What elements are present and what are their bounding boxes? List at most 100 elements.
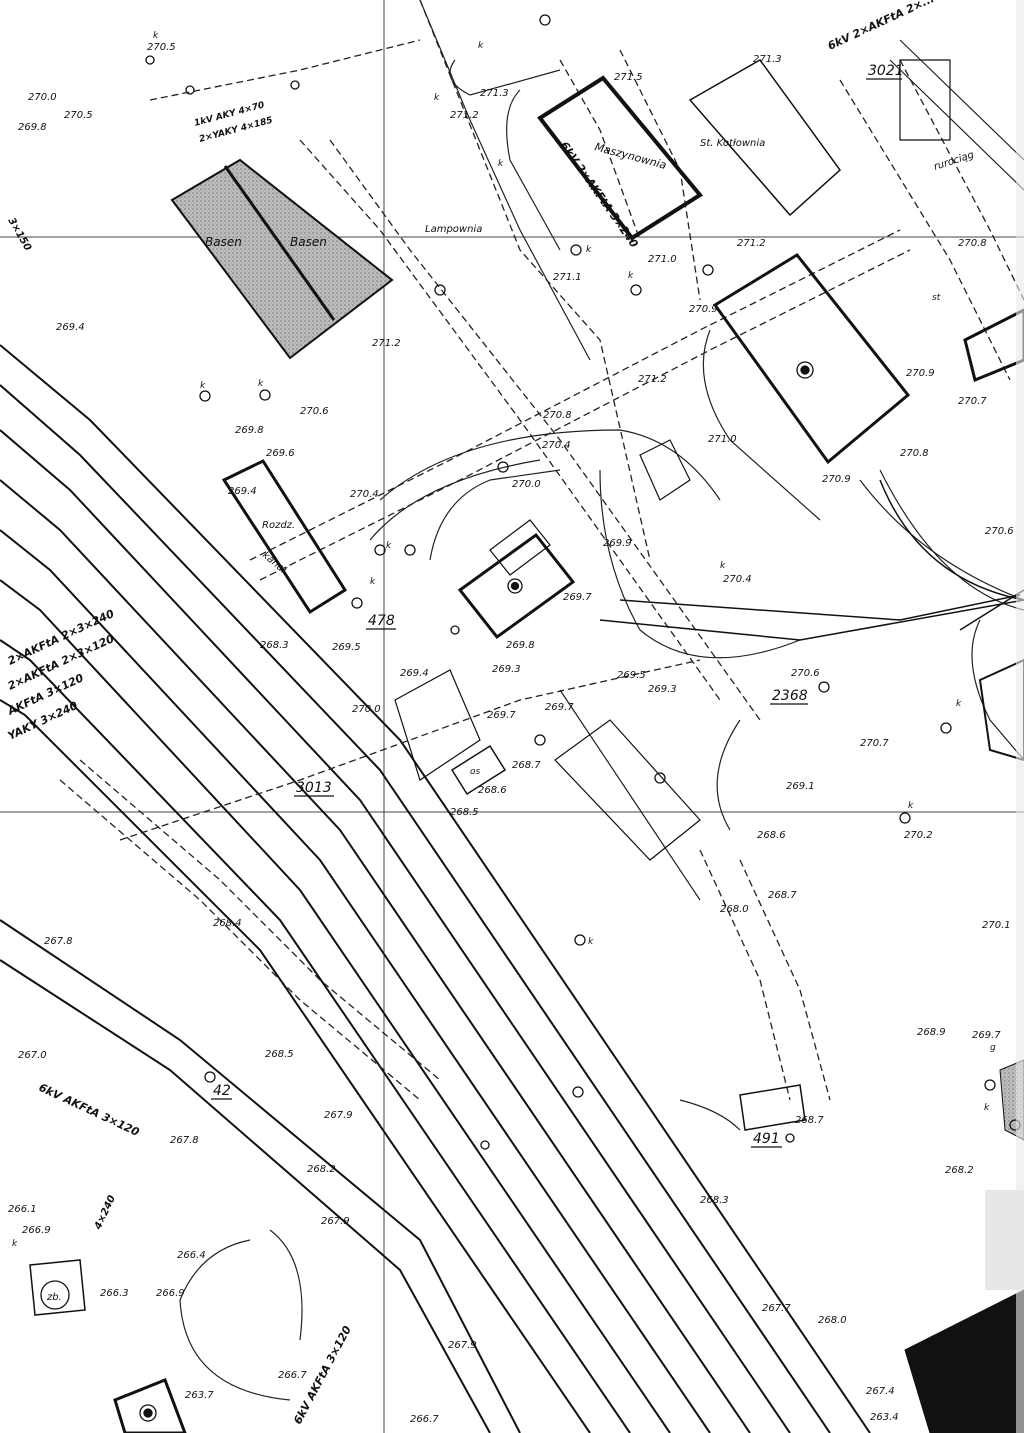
elev: 263.4 bbox=[870, 1412, 899, 1423]
elev: 268.7 bbox=[512, 760, 541, 771]
symbol-k: k bbox=[200, 381, 206, 391]
symbol-k: k bbox=[12, 1239, 18, 1249]
elev: 271.3 bbox=[753, 54, 782, 65]
elev: 268.6 bbox=[478, 785, 507, 796]
elev: 263.7 bbox=[185, 1390, 214, 1401]
symbol-k: k bbox=[586, 245, 592, 255]
elev: 266.7 bbox=[278, 1370, 307, 1381]
elev: 271.3 bbox=[480, 88, 509, 99]
elev: 269.9 bbox=[603, 538, 632, 549]
elev: 267.0 bbox=[18, 1050, 47, 1061]
elev: 268.0 bbox=[720, 904, 749, 915]
elev: 269.8 bbox=[235, 425, 264, 436]
os-building bbox=[450, 744, 507, 796]
building-labels: Maszynownia St. Kotłownia Lampownia Base… bbox=[46, 138, 765, 1303]
elev: 270.5 bbox=[64, 110, 93, 121]
elev: 271.1 bbox=[553, 272, 582, 283]
elev: 269.3 bbox=[648, 684, 677, 695]
parcel-2368: 2368 bbox=[772, 688, 808, 704]
label-os: os bbox=[470, 767, 481, 777]
elev: 267.9 bbox=[324, 1110, 353, 1121]
elev: 270.0 bbox=[352, 704, 381, 715]
elev: 267.9 bbox=[448, 1340, 477, 1351]
elev: 268.2 bbox=[945, 1165, 974, 1176]
elev: 269.7 bbox=[563, 592, 592, 603]
elev: 270.6 bbox=[300, 406, 329, 417]
symbol-k: k bbox=[984, 1103, 990, 1113]
elev: 271.2 bbox=[372, 338, 401, 349]
cable-label: 6kV AKFtA 3×120 bbox=[37, 1081, 142, 1139]
elev: 270.9 bbox=[906, 368, 935, 379]
elev: 270.0 bbox=[28, 92, 57, 103]
elev: 270.8 bbox=[900, 448, 929, 459]
symbol-k: k bbox=[908, 801, 914, 811]
buildings bbox=[29, 59, 1024, 1433]
elev: 271.0 bbox=[708, 434, 737, 445]
cable-label: 4×240 bbox=[92, 1194, 118, 1232]
sw-building bbox=[113, 1378, 187, 1433]
elev: 269.7 bbox=[972, 1030, 1001, 1041]
cable-label: 6kV 2×AKFtA 2×... bbox=[826, 0, 936, 53]
symbol-k: k bbox=[498, 159, 504, 169]
symbol-k: k bbox=[920, 1367, 926, 1377]
symbol-k: k bbox=[720, 561, 726, 571]
elev: 270.7 bbox=[958, 396, 987, 407]
elev: 269.8 bbox=[506, 640, 535, 651]
elev: 268.3 bbox=[700, 1195, 729, 1206]
survey-points bbox=[40, 14, 1021, 1422]
scan-edge bbox=[985, 0, 1024, 1433]
elev: 269.6 bbox=[266, 448, 295, 459]
elev: 270.7 bbox=[860, 738, 889, 749]
parcel-3013: 3013 bbox=[296, 780, 332, 796]
elev: 271.2 bbox=[737, 238, 766, 249]
elev: 268.5 bbox=[450, 807, 479, 818]
symbol-k: k bbox=[258, 379, 264, 389]
symbol-k: k bbox=[628, 271, 634, 281]
elev: 268.2 bbox=[307, 1164, 336, 1175]
elev: 269.1 bbox=[786, 781, 815, 792]
elev: 268.7 bbox=[768, 890, 797, 901]
elev: 266.9 bbox=[22, 1225, 51, 1236]
elev: 270.4 bbox=[723, 574, 752, 585]
parcel-478: 478 bbox=[368, 613, 395, 629]
elev: 270.8 bbox=[543, 410, 572, 421]
basen-building bbox=[170, 158, 394, 360]
elev: 271.2 bbox=[638, 374, 667, 385]
label-basen-1: Basen bbox=[205, 235, 242, 249]
label-kotlownia: St. Kotłownia bbox=[700, 138, 765, 149]
elev: 267.7 bbox=[762, 1303, 791, 1314]
label-basen-2: Basen bbox=[290, 235, 327, 249]
label-lampownia: Lampownia bbox=[425, 224, 482, 235]
symbol-k: k bbox=[588, 937, 594, 947]
elev: 268.3 bbox=[260, 640, 289, 651]
elev: 271.2 bbox=[450, 110, 479, 121]
parcel-numbers: 3021 478 2368 3013 42 491 bbox=[213, 63, 904, 1147]
elev: 270.9 bbox=[689, 304, 718, 315]
cable-label: rurociąg bbox=[933, 150, 976, 173]
elev: 270.6 bbox=[791, 668, 820, 679]
elev: 269.5 bbox=[617, 670, 646, 681]
se-corner-building bbox=[904, 1289, 1024, 1433]
central-building bbox=[457, 532, 576, 640]
elev: 269.4 bbox=[56, 322, 85, 333]
elev: 266.4 bbox=[177, 1250, 206, 1261]
elevation-labels: 270.5 270.0 270.5 269.8 271.3 271.2 271.… bbox=[8, 42, 1014, 1425]
symbol-k: k bbox=[370, 577, 376, 587]
label-zb: zb. bbox=[46, 1292, 62, 1303]
elev: 269.7 bbox=[545, 702, 574, 713]
elev: 269.4 bbox=[228, 486, 257, 497]
parcel-491: 491 bbox=[753, 1131, 780, 1147]
maszynownia-building bbox=[537, 75, 703, 241]
symbol-k: k bbox=[153, 31, 159, 41]
symbol-st: st bbox=[932, 293, 941, 303]
elev: 267.8 bbox=[44, 936, 73, 947]
symbol-k: k bbox=[956, 699, 962, 709]
elev: 271.5 bbox=[614, 72, 643, 83]
symbol-k: k bbox=[386, 541, 392, 551]
elev: 268.0 bbox=[818, 1315, 847, 1326]
elev: 268.6 bbox=[757, 830, 786, 841]
elev: 266.9 bbox=[156, 1288, 185, 1299]
elev: 269.8 bbox=[18, 122, 47, 133]
